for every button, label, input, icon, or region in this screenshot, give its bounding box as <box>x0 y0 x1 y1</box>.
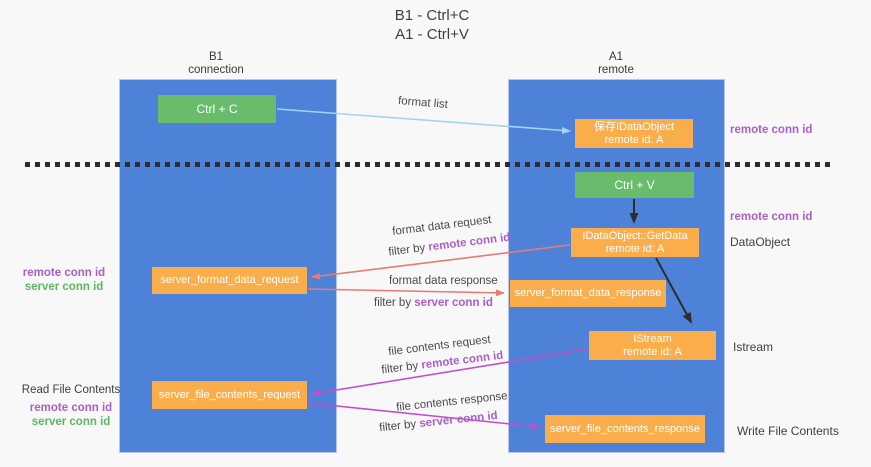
diagram-title-line1: B1 - Ctrl+C <box>394 7 470 24</box>
server-file-contents-request-box: server_file_contents_request <box>152 381 307 409</box>
section-separator-dashed-line <box>25 162 831 167</box>
server-format-data-response-box: server_format_data_response <box>510 280 666 307</box>
dataobject-label: DataObject <box>730 235 791 249</box>
server-format-data-request-box: server_format_data_request <box>152 267 307 294</box>
filter-by-text: filter by <box>374 297 412 309</box>
left-file-remote-conn-id: remote conn id <box>29 402 113 414</box>
remote-conn-id-text: remote conn id <box>427 231 511 254</box>
save-idataobject-line2: remote id: A <box>604 133 664 146</box>
filter-by-text: filter by <box>378 418 417 435</box>
column-b1-name: B1 <box>208 51 224 63</box>
column-a1-name: A1 <box>608 51 624 63</box>
left-file-server-conn-id: server conn id <box>31 416 111 428</box>
idataobject-getdata-box: IDataObject::GetData remote id: A <box>571 228 699 257</box>
diagram-title: B1 - Ctrl+C A1 - Ctrl+V <box>332 6 532 44</box>
format-data-request-label: format data request <box>391 213 493 239</box>
istream-line1: IStream <box>633 332 672 345</box>
ctrl-c-box: Ctrl + C <box>158 95 276 123</box>
save-idataobject-box: 保存IDataObject remote id: A <box>575 119 693 148</box>
istream-side-label: Istream <box>733 340 774 354</box>
read-file-contents-label: Read File Contents <box>21 384 121 396</box>
format-data-response-arrow <box>307 288 505 297</box>
right-top-remote-conn-id: remote conn id <box>730 124 813 136</box>
left-format-conn-labels: remote conn id server conn id <box>12 266 116 294</box>
getdata-line1: IDataObject::GetData <box>582 229 688 242</box>
left-file-conn-labels: Read File Contents remote conn id server… <box>16 383 126 429</box>
istream-line2: remote id: A <box>623 345 682 358</box>
left-format-remote-conn-id: remote conn id <box>22 267 106 279</box>
getdata-line2: remote id: A <box>605 242 665 255</box>
diagram-title-line2: A1 - Ctrl+V <box>395 26 469 43</box>
column-b1-role: connection <box>188 64 244 76</box>
filter-by-text: filter by <box>380 360 419 377</box>
column-header-a1: A1 remote <box>516 51 716 77</box>
remote-conn-id-text: remote conn id <box>420 349 504 372</box>
format-list-label: format list <box>397 95 449 111</box>
format-data-response-label: format data response <box>389 275 498 287</box>
server-conn-id-text: server conn id <box>414 297 493 309</box>
column-header-b1: B1 connection <box>116 51 316 77</box>
server-conn-id-text: server conn id <box>418 409 499 430</box>
save-idataobject-line1: 保存IDataObject <box>593 120 675 133</box>
format-response-filter-label: filter by server conn id <box>374 297 493 309</box>
left-format-server-conn-id: server conn id <box>24 281 104 293</box>
write-file-contents-label: Write File Contents <box>737 424 839 438</box>
server-file-contents-response-box: server_file_contents_response <box>545 415 705 443</box>
filter-by-text: filter by <box>387 242 426 259</box>
right-mid-remote-conn-id: remote conn id <box>730 211 813 223</box>
column-a1-role: remote <box>598 64 634 76</box>
ctrl-v-box: Ctrl + V <box>575 172 694 198</box>
istream-box: IStream remote id: A <box>589 331 716 360</box>
